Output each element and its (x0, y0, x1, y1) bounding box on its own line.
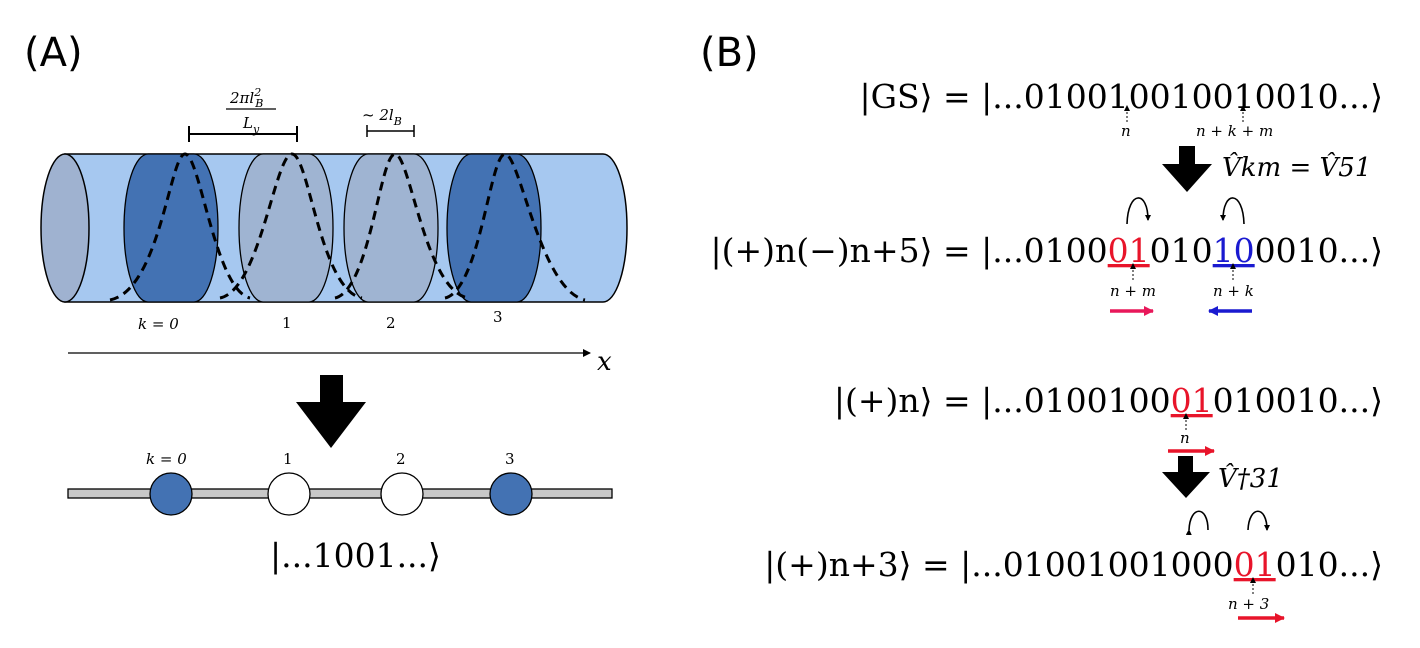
down-arrow-icon (1162, 146, 1212, 192)
x-axis-label: x (597, 347, 612, 377)
chain-bar (67, 488, 613, 499)
chain-label-1: 1 (283, 450, 293, 468)
panel-label-b: (B) (700, 30, 759, 76)
single-marker-n: n (1180, 429, 1190, 447)
width-label: ~ 2lB (362, 106, 402, 128)
hop-arc-right-2 (1247, 510, 1270, 531)
chain-label-k0: k = 0 (146, 450, 187, 468)
excited-marker-nm: n + m (1110, 282, 1156, 300)
equation-excited: |(+)n(−)n+5⟩ = |...010001010100010...⟩ (711, 231, 1383, 270)
cylinder-label-k0: k = 0 (138, 315, 179, 333)
hop-arc-right (1220, 197, 1245, 225)
band-k0 (123, 153, 219, 303)
wavefunction-k3 (444, 152, 586, 302)
site-chain (67, 472, 613, 516)
band-k3 (446, 153, 542, 303)
gs-marker-nkm: n + k + m (1196, 122, 1273, 140)
equation-shifted: |(+)n+3⟩ = |...0100100100001010...⟩ (764, 545, 1383, 584)
wavefunction-k2 (334, 152, 469, 300)
chain-site-k0 (149, 472, 193, 516)
chain-site-3 (489, 472, 533, 516)
spacing-denominator: Ly (242, 114, 260, 136)
chain-label-3: 3 (505, 450, 515, 468)
down-arrow-icon (296, 375, 366, 448)
cylinder-cap (40, 153, 90, 303)
gs-marker-n: n (1121, 122, 1131, 140)
chain-state: |...1001...⟩ (270, 536, 441, 575)
excited-marker-nk: n + k (1213, 282, 1254, 300)
hop-arc-left (1126, 197, 1151, 225)
hop-arc-left-2 (1185, 510, 1209, 536)
chain-label-2: 2 (396, 450, 406, 468)
wavefunction-k0 (109, 152, 251, 302)
down-arrow-icon (1162, 456, 1210, 498)
cylinder-label-2: 2 (386, 314, 396, 332)
band-k1 (238, 153, 334, 303)
operator-v51: V̂km = V̂51 (1222, 152, 1371, 183)
panel-label-a: (A) (24, 30, 83, 76)
chain-site-1 (267, 472, 311, 516)
cylinder-label-1: 1 (282, 314, 292, 332)
band-k2 (343, 153, 439, 303)
equation-single: |(+)n⟩ = |...010010001010010...⟩ (834, 381, 1383, 420)
chain-site-2 (380, 472, 424, 516)
cylinder (40, 152, 628, 303)
equation-gs: |GS⟩ = |...010010010010010...⟩ (860, 77, 1383, 116)
operator-v31-dagger: V̂†31 (1218, 463, 1283, 494)
width-annotation: ~ 2lB (362, 106, 415, 137)
cylinder-label-3: 3 (493, 308, 503, 326)
shifted-marker: n + 3 (1228, 595, 1269, 613)
wavefunction-k1 (219, 152, 363, 300)
